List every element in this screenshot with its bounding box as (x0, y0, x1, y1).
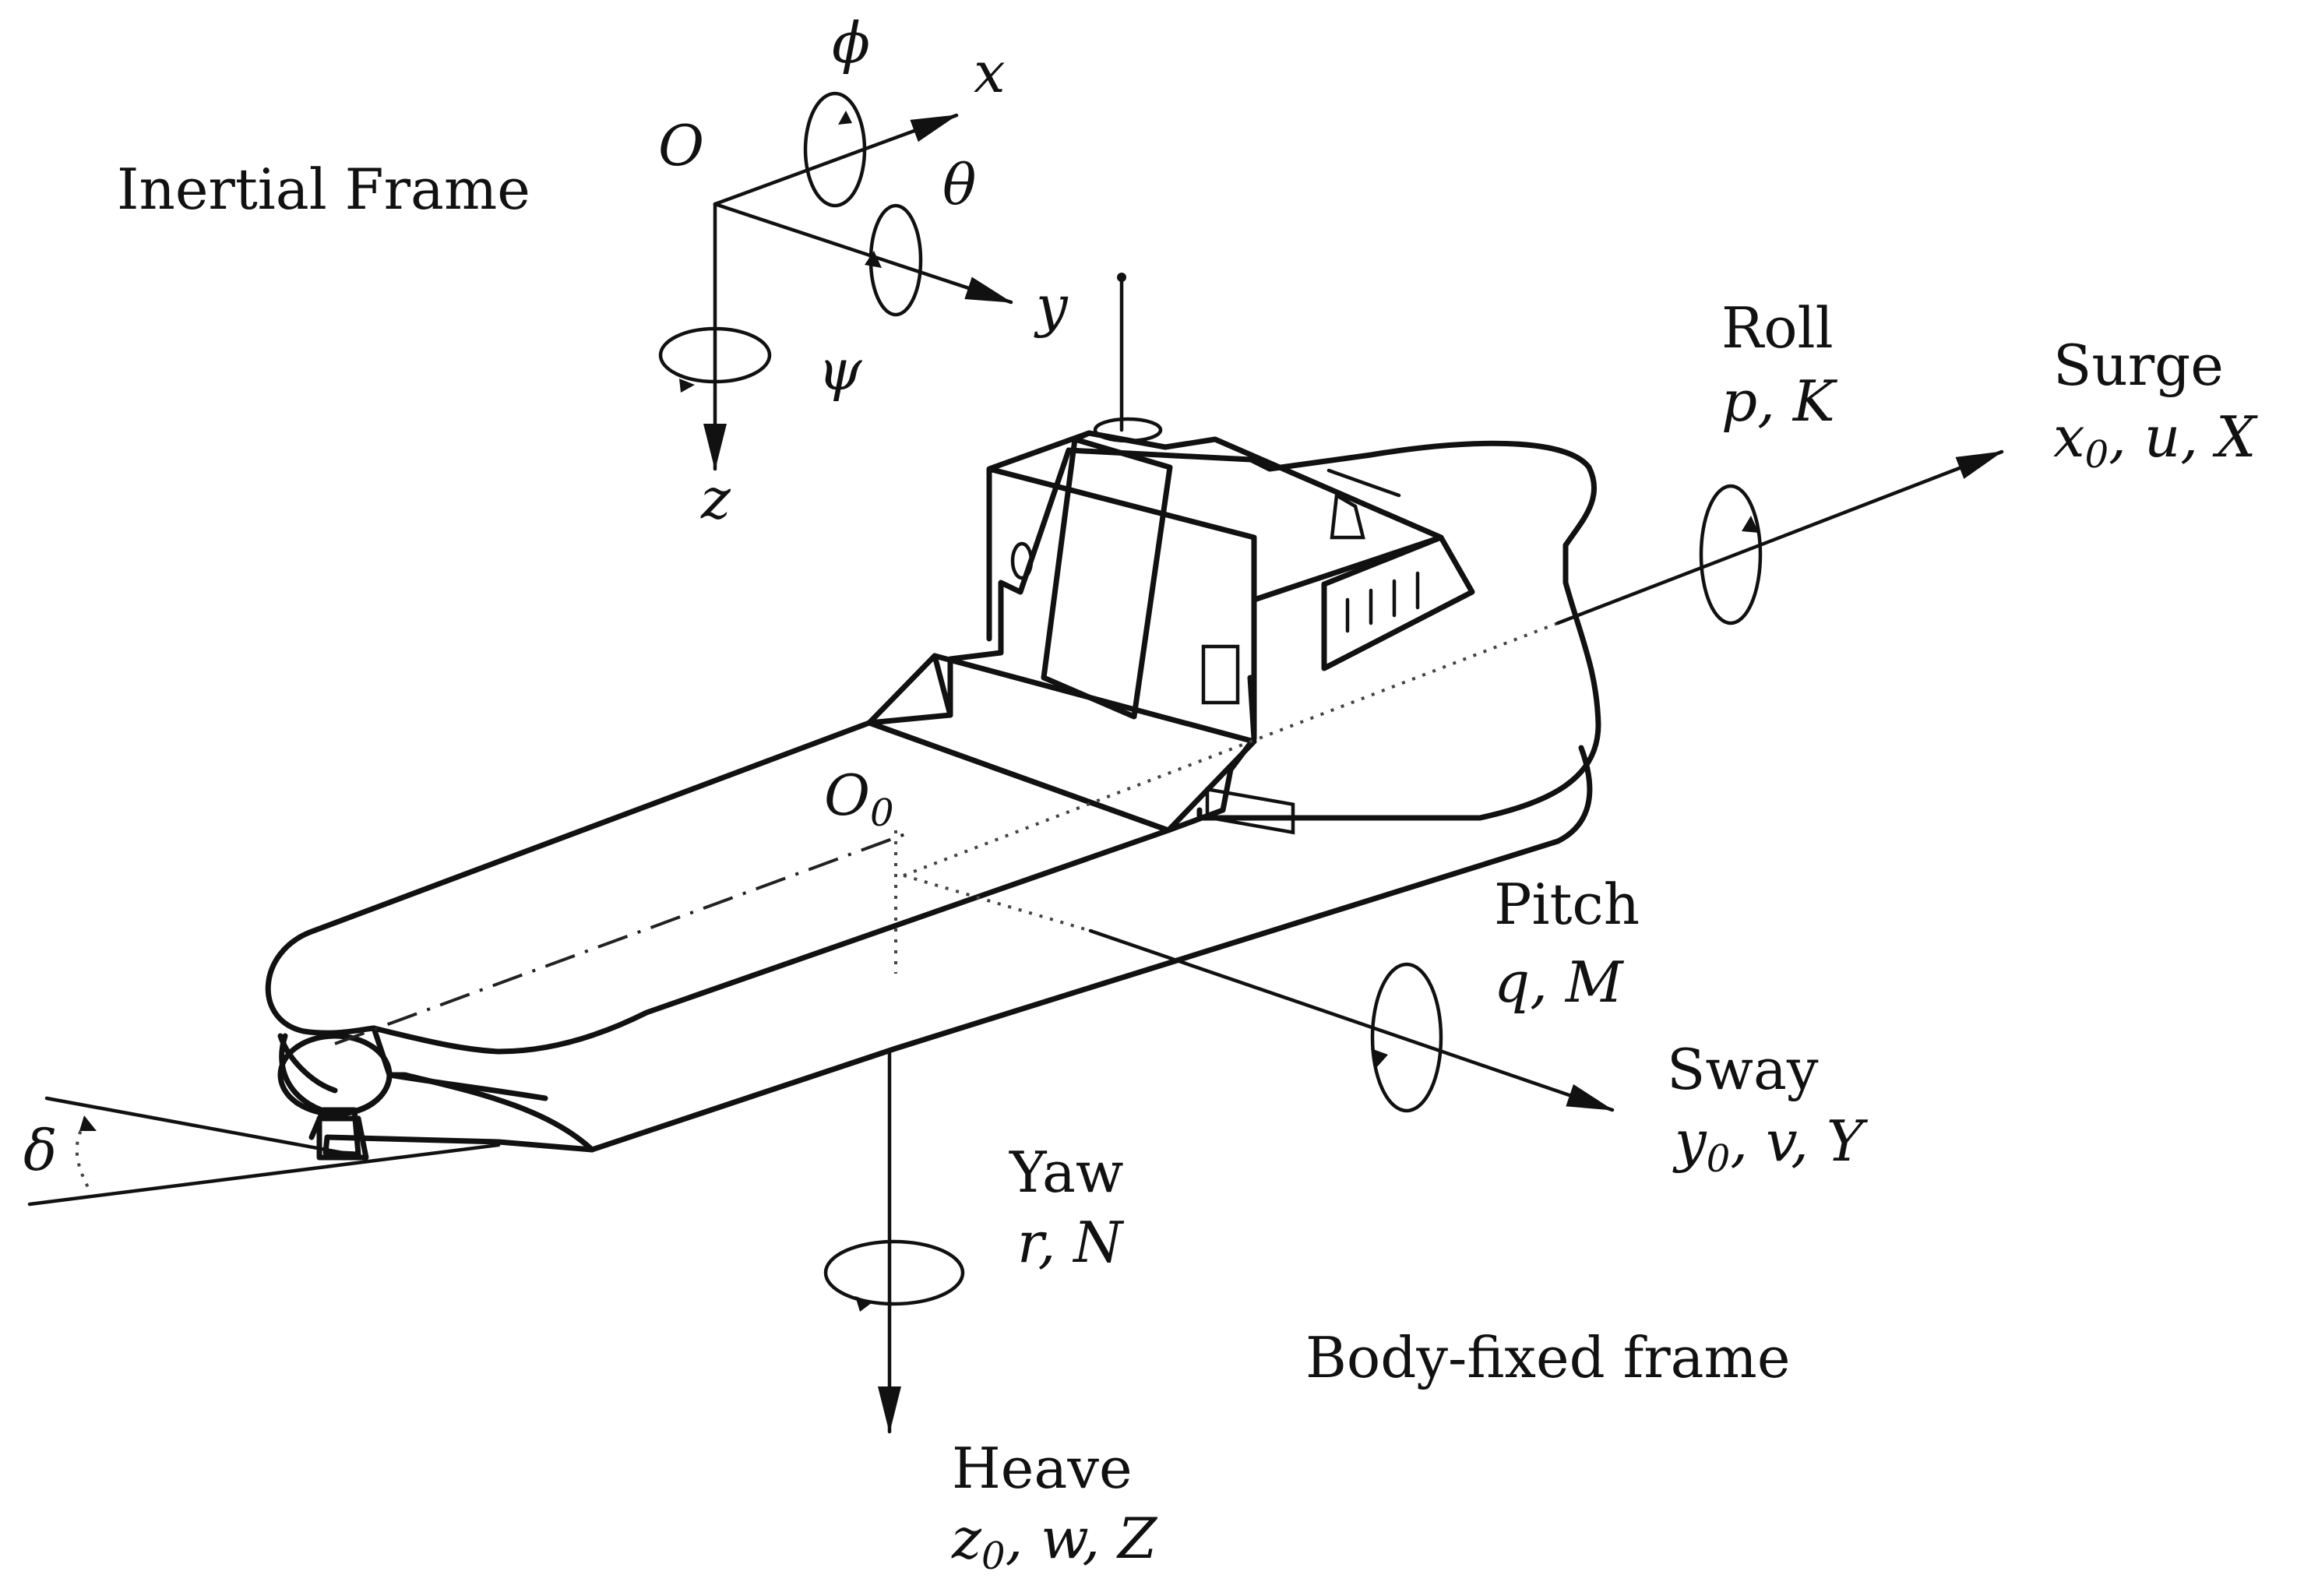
pitch-rotation-icon (1370, 962, 1443, 1113)
centerline (334, 830, 912, 1045)
theta-label: θ (942, 152, 976, 217)
sway-axis (1088, 928, 1615, 1112)
surge-symbols: x0, u, X (2053, 404, 2258, 477)
roll-rotation-icon (1699, 484, 1763, 625)
theta-rotation-icon (868, 203, 923, 317)
inertial-frame-title: Inertial Frame (117, 157, 530, 222)
yaw-rotation-icon (823, 1239, 965, 1306)
inertial-x-axis (713, 113, 959, 206)
propeller (277, 1033, 393, 1117)
surge-name: Surge (2053, 333, 2224, 398)
surge-axis (1555, 449, 2004, 625)
ship-centerline-ext (27, 1143, 501, 1207)
sway-symbols: y0, v, Y (1672, 1108, 1869, 1181)
yaw-name: Yaw (1009, 1140, 1124, 1205)
sway-name: Sway (1667, 1037, 1819, 1102)
inertial-y-label: y (1034, 273, 1069, 339)
heave-name: Heave (952, 1436, 1133, 1501)
body-axes: Roll p, K Surge x0, u, X Pitch q, M Sway… (23, 295, 2258, 1578)
body-frame-label: Body-fixed frame (1305, 1325, 1790, 1390)
phi-rotation-icon (803, 91, 867, 208)
delta-label: δ (23, 1118, 57, 1183)
pitch-name: Pitch (1494, 872, 1640, 937)
body-origin-label: O0 (824, 763, 894, 835)
roll-name: Roll (1721, 295, 1834, 361)
heave-symbols: z0, w, Z (951, 1506, 1158, 1578)
ship (265, 273, 1601, 1161)
inertial-frame: Inertial Frame O x y z ϕ θ ψ (117, 10, 1069, 531)
rudder (316, 1115, 369, 1161)
roll-symbols: p, K (1721, 368, 1838, 434)
yaw-symbols: r, N (1017, 1210, 1125, 1275)
phi-label: ϕ (832, 10, 870, 76)
inertial-x-label: x (974, 40, 1006, 105)
rudder-angle-line (44, 1096, 345, 1155)
psi-label: ψ (818, 337, 863, 403)
inertial-y-axis (713, 202, 1013, 305)
psi-rotation-icon (658, 326, 772, 384)
hull-outline (866, 440, 1601, 821)
pitch-symbols: q, M (1494, 949, 1625, 1015)
inertial-z-label: z (700, 466, 731, 531)
inertial-origin-label: O (658, 113, 704, 178)
